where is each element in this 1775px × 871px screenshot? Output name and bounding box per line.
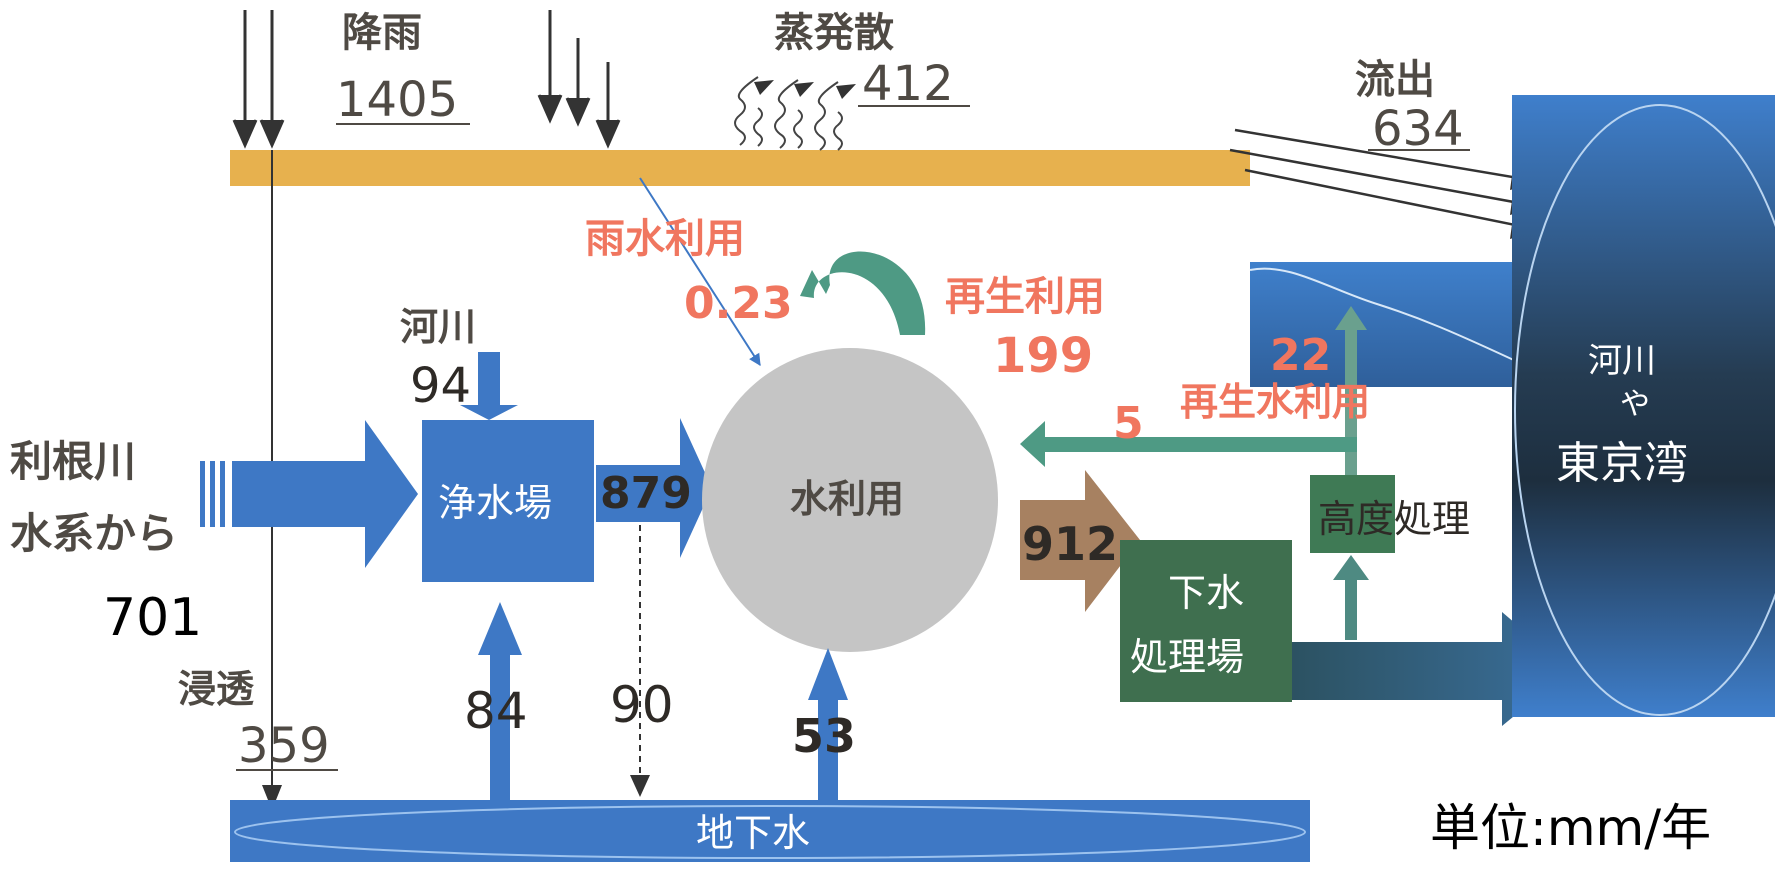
plant-to-use-arrow (596, 418, 712, 558)
runoff-value: 634 (1372, 101, 1464, 157)
sewage-plant-label-2: 処理場 (1130, 635, 1244, 679)
plant-to-use-value: 879 (600, 468, 692, 519)
groundwater-ellipse (234, 805, 1306, 859)
sewage-outflow-arrow (1292, 612, 1570, 726)
water-use-label: 水利用 (790, 477, 904, 521)
evapotranspiration-label: 蒸発散 (774, 10, 894, 56)
groundwater-to-use-arrow (808, 648, 848, 800)
rain-label: 降雨 (342, 10, 422, 56)
river-intake-arrow (460, 352, 518, 420)
tone-river-label-2: 水系から (10, 509, 178, 558)
infiltration-arrowhead (262, 785, 282, 810)
leak-value: 90 (610, 676, 674, 734)
groundwater-to-plant-arrow (478, 602, 522, 800)
tone-river-label-1: 利根川 (10, 437, 136, 486)
groundwater-to-use-value: 53 (792, 709, 856, 763)
groundwater-label: 地下水 (696, 811, 810, 855)
river-bay-label-2: や (1620, 387, 1650, 422)
use-to-sewage-arrow (1020, 470, 1140, 612)
evapotranspiration-arrowheads (754, 80, 856, 99)
rainwater-use-value: 0.23 (684, 278, 793, 329)
ground-surface-bar (230, 150, 1250, 186)
evapotranspiration-value: 412 (862, 56, 954, 112)
groundwater-to-plant-value: 84 (464, 682, 528, 740)
runoff-arrows (1229, 128, 1531, 230)
sewage-plant-label-1: 下水 (1168, 571, 1244, 615)
tone-river-arrow (200, 420, 418, 568)
rain-value: 1405 (336, 72, 458, 128)
reclaimed-water-value: 5 (1113, 398, 1144, 449)
river-intake-value: 94 (410, 358, 471, 414)
infiltration-value: 359 (238, 718, 330, 774)
evapotranspiration-arrows (734, 76, 843, 151)
recycle-loop-arrow (800, 251, 926, 335)
infiltration-label: 浸透 (178, 667, 255, 711)
unit-label: 単位:mm/年 (1430, 799, 1711, 857)
sewage-to-advanced-arrow (1333, 555, 1369, 640)
purification-plant-box (422, 420, 594, 582)
leak-arrowhead (630, 775, 650, 797)
advanced-treatment-label: 高度処理 (1318, 497, 1470, 541)
rainwater-use-line (639, 177, 761, 367)
use-to-sewage-value: 912 (1022, 517, 1118, 571)
rain-arrows (232, 10, 621, 149)
advanced-to-river-value: 22 (1270, 330, 1331, 381)
reclaimed-water-label: 再生水利用 (1180, 380, 1370, 424)
river-box (1250, 262, 1535, 387)
purification-plant-label: 浄水場 (438, 481, 552, 525)
river-intake-label: 河川 (400, 305, 476, 349)
recycled-use-value: 199 (993, 328, 1093, 384)
tone-river-value: 701 (103, 588, 202, 648)
river-bay-ellipse (1514, 104, 1775, 716)
sewage-plant-box (1120, 540, 1292, 702)
river-bay-label-3: 東京湾 (1556, 438, 1688, 489)
runoff-label: 流出 (1355, 57, 1435, 103)
river-bay-label-1: 河川 (1588, 341, 1656, 381)
river-line (1249, 267, 1536, 371)
rainwater-use-label: 雨水利用 (585, 216, 745, 262)
reclaimed-water-arrow (1020, 421, 1357, 467)
recycled-use-label: 再生利用 (945, 274, 1105, 320)
advanced-treatment-box (1310, 475, 1395, 553)
advanced-to-river-arrow (1335, 306, 1367, 475)
water-use-circle (702, 348, 998, 652)
